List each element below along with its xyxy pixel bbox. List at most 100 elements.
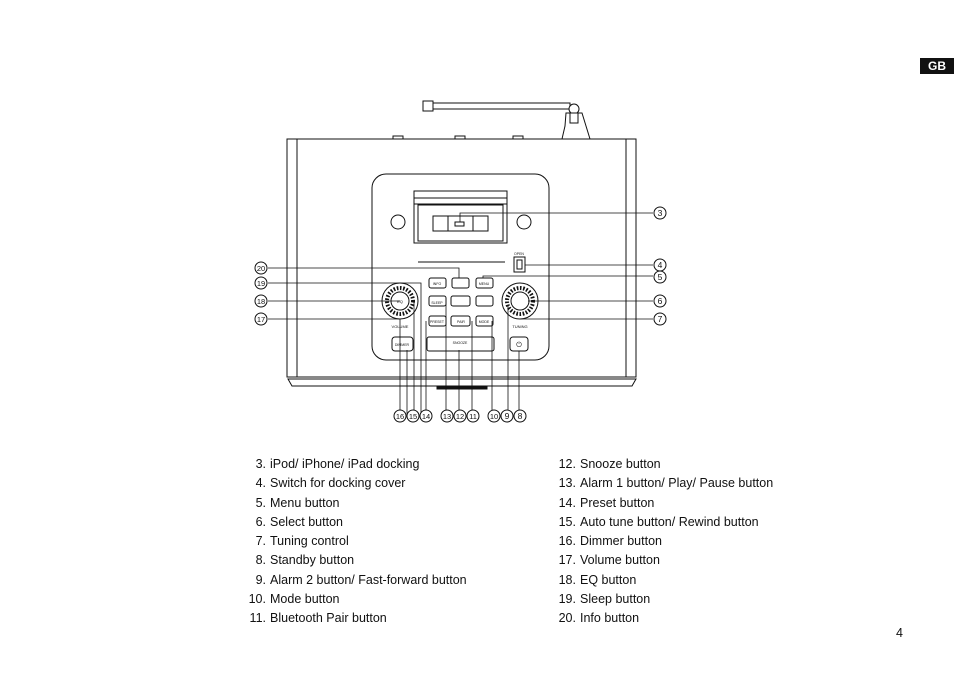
label-mode: MODE <box>479 320 490 324</box>
label-dimmer: DIMMER <box>395 343 410 347</box>
legend-text: EQ button <box>580 572 637 587</box>
callout-number-15: 15 <box>409 412 417 421</box>
antenna-tip <box>422 100 434 112</box>
legend-item: 16.Dimmer button <box>546 532 773 551</box>
label-menu: MENU <box>479 282 490 286</box>
legend-number: 15. <box>558 514 576 529</box>
dock-cover-switch[interactable] <box>513 256 526 273</box>
legend-number: 7. <box>255 534 266 549</box>
dimmer-button[interactable] <box>391 336 414 352</box>
label-eq: EQ <box>397 299 403 304</box>
page-number: 4 <box>896 626 903 640</box>
callout-circle-6 <box>653 294 667 308</box>
callout-number-8: 8 <box>518 411 523 421</box>
callout-circle-16 <box>393 409 407 423</box>
standby-icon: ⏻ <box>516 341 522 349</box>
play-pause-button[interactable] <box>450 295 471 307</box>
pair-button[interactable] <box>450 315 471 327</box>
legend-item: 8.Standby button <box>236 551 467 570</box>
callout-number-6: 6 <box>658 296 663 306</box>
label-snooze: SNOOZE <box>453 341 468 345</box>
callout-circle-18 <box>254 294 268 308</box>
callout-number-17: 17 <box>257 315 265 324</box>
legend-left-column: 3.iPod/ iPhone/ iPad docking 4. Switch for… <box>236 455 467 629</box>
label-info: INFO <box>433 282 442 286</box>
legend-number: 16. <box>558 534 576 549</box>
label-preset: PRESET <box>430 320 445 324</box>
legend-item: 11. Bluetooth Pair button <box>236 609 467 628</box>
callout-circle-14 <box>419 409 433 423</box>
legend-text: Switch for docking cover <box>270 476 406 491</box>
callout-number-10: 10 <box>490 412 498 421</box>
legend-number: 10. <box>248 592 266 607</box>
callout-circle-8 <box>513 409 527 423</box>
mode-button[interactable] <box>475 315 494 327</box>
legend-item: 18. EQ button <box>546 571 773 590</box>
callout-circle-20 <box>254 261 268 275</box>
callout-leader-lines <box>268 212 653 415</box>
legend-item: 9.Alarm 2 button/ Fast-forward button <box>236 571 467 590</box>
legend-number: 14. <box>558 495 576 510</box>
legend-number: 18. <box>558 572 576 587</box>
legend-right-column: 12. Snooze button 13.Alarm 1 button/ Play/… <box>546 455 774 629</box>
legend-number: 11. <box>249 611 266 626</box>
callout-circle-7 <box>653 312 667 326</box>
callout-number-14: 14 <box>422 412 430 421</box>
dock-connector <box>432 215 489 232</box>
snooze-button[interactable] <box>426 336 495 352</box>
menu-button[interactable] <box>475 277 494 289</box>
legend-text: Tuning control <box>270 534 349 549</box>
callout-number-19: 19 <box>257 279 265 288</box>
callout-circle-17 <box>254 312 268 326</box>
callout-number-3: 3 <box>658 208 663 218</box>
legend-item: 13.Alarm 1 button/ Play/ Pause button <box>546 474 774 493</box>
label-open: OPEN <box>514 252 524 256</box>
legend-item: 12. Snooze button <box>546 455 773 474</box>
legend-number: 5. <box>255 495 266 510</box>
legend-text: Standby button <box>270 553 355 568</box>
language-tab: GB <box>920 58 954 74</box>
callout-circle-12 <box>453 409 467 423</box>
legend-number: 3. <box>255 457 266 471</box>
legend-item: 5.Menu button <box>236 494 467 513</box>
legend-item: 15.Auto tune button/ Rewind button <box>546 513 773 532</box>
legend-item: 3.iPod/ iPhone/ iPad docking <box>236 455 467 474</box>
callout-number-4: 4 <box>658 260 663 270</box>
callout-circle-9 <box>500 409 514 423</box>
radio-base <box>287 378 637 387</box>
callout-number-13: 13 <box>443 412 451 421</box>
fast-forward-button[interactable] <box>475 295 494 307</box>
legend-item: 20.Info button <box>546 609 773 628</box>
legend-item: 6. Select button <box>236 513 467 532</box>
callout-number-5: 5 <box>658 272 663 282</box>
legend-number: 9. <box>255 572 266 587</box>
rewind-button[interactable] <box>428 295 447 307</box>
label-tuning: TUNING <box>512 324 527 329</box>
legend-number: 19. <box>558 592 576 607</box>
legend-text: Alarm 1 button/ Play/ Pause button <box>580 476 774 491</box>
legend-text: Select button <box>270 514 343 529</box>
screw-right <box>516 214 532 230</box>
legend-item: 10. Mode button <box>236 590 467 609</box>
callout-number-11: 11 <box>469 412 477 421</box>
legend-number: 6. <box>255 514 266 529</box>
info-button[interactable] <box>428 277 447 289</box>
callout-number-12: 12 <box>456 412 464 421</box>
legend-number: 4. <box>255 476 266 491</box>
legend-item: 4. Switch for docking cover <box>236 474 467 493</box>
select-center <box>451 277 470 289</box>
callout-number-20: 20 <box>257 264 265 273</box>
legend-item: 17.Volume button <box>546 551 773 570</box>
legend-item: 14. Preset button <box>546 494 773 513</box>
legend-text: Bluetooth Pair button <box>270 611 387 626</box>
legend-text: Mode button <box>270 592 340 607</box>
legend-item: 19.Sleep button <box>546 590 773 609</box>
callout-circle-3 <box>653 206 667 220</box>
legend-text: Preset button <box>580 495 655 510</box>
legend-number: 12. <box>558 457 576 471</box>
callout-circle-11 <box>466 409 480 423</box>
legend-text: Snooze button <box>580 457 661 471</box>
label-pair: PAIR <box>457 320 465 324</box>
